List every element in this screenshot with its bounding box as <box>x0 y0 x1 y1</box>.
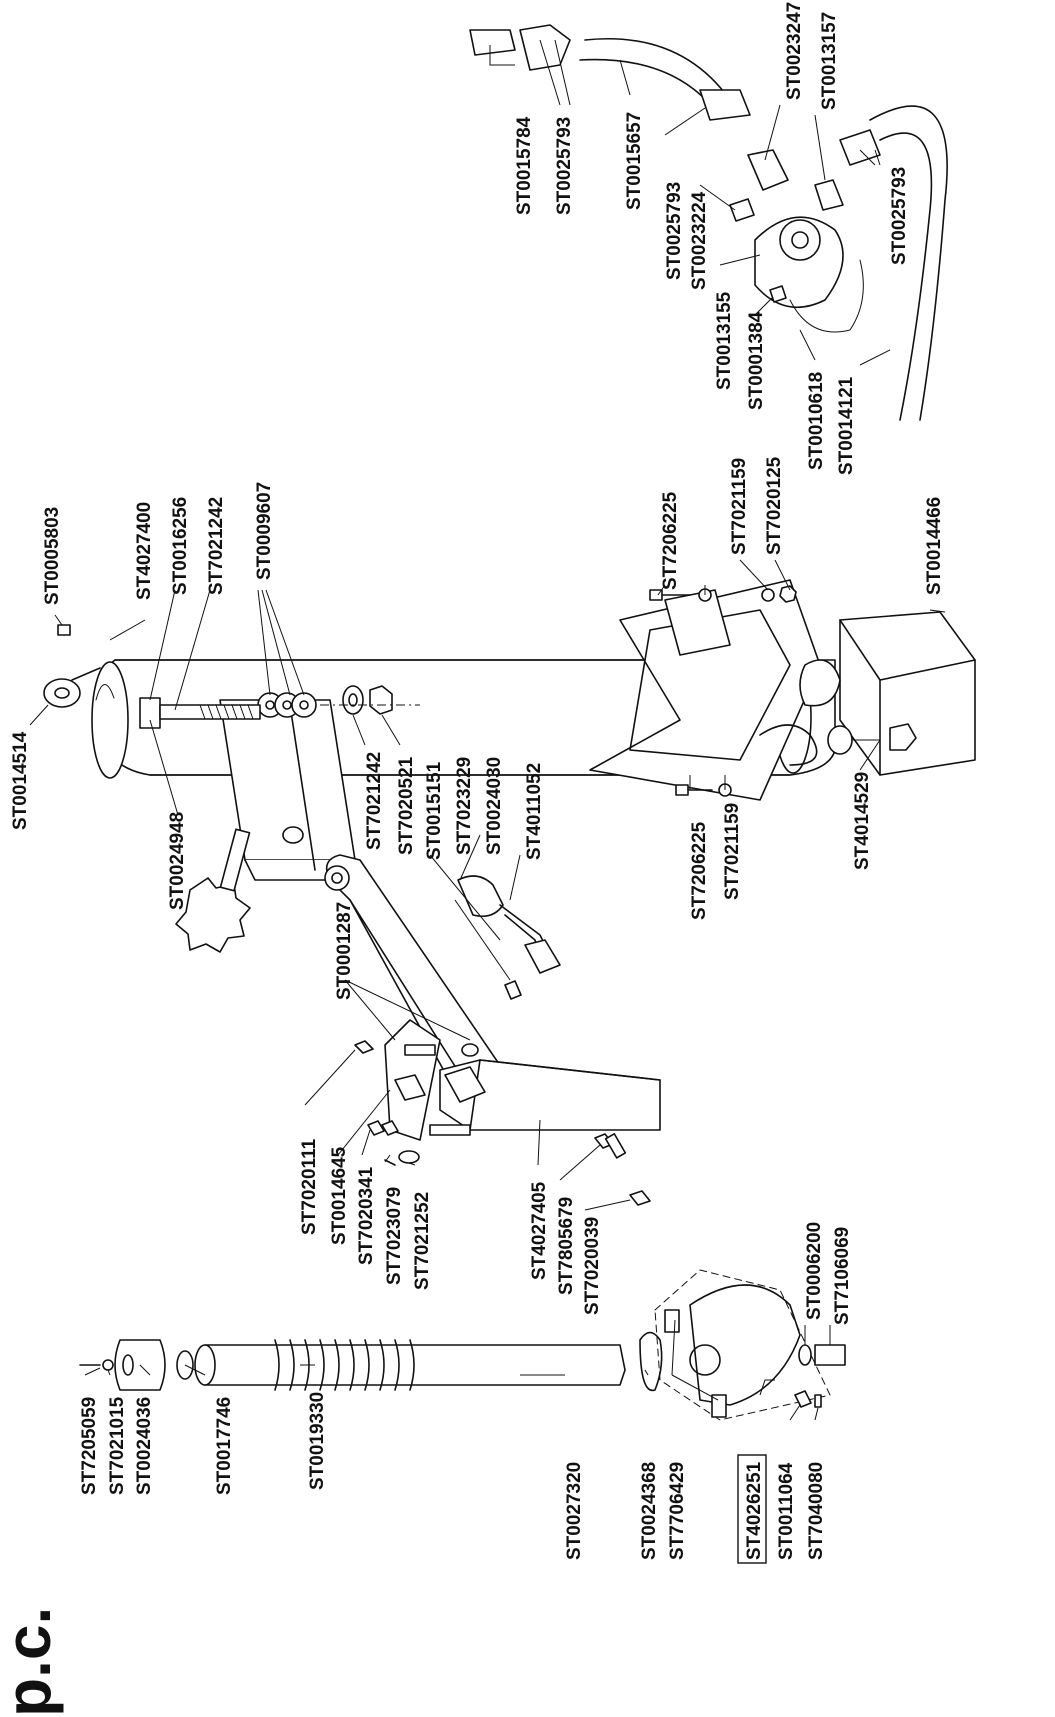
label-ST7020521: ST7020521 <box>396 756 417 855</box>
label-ST0011064: ST0011064 <box>776 1462 797 1560</box>
label-ST7021159: ST7021159 <box>722 803 743 900</box>
label-ST0025793: ST0025793 <box>889 167 910 265</box>
plate-and-fasteners <box>354 1019 479 1166</box>
square-tube <box>439 1059 661 1131</box>
label-ST7706429: ST7706429 <box>667 1462 688 1560</box>
label-ST7020341: ST7020341 <box>356 1166 377 1265</box>
label-ST0023247: ST0023247 <box>784 2 805 100</box>
part-labels: ST0015784 ST0025793 ST0015657 ST0025793 … <box>10 2 945 1564</box>
label-ST7020039: ST7020039 <box>582 1217 603 1315</box>
label-ST0014645: ST0014645 <box>329 1146 350 1245</box>
label-ST7023229: ST7023229 <box>454 757 475 855</box>
crank-handle <box>457 875 561 1000</box>
label-ST0017746: ST0017746 <box>214 1397 235 1495</box>
label-ST7040080: ST7040080 <box>806 1462 827 1560</box>
swivel-foot <box>639 1269 846 1421</box>
washer-and-nut <box>342 685 393 715</box>
end-cap <box>759 723 917 766</box>
label-ST7106069: ST7106069 <box>832 1227 853 1325</box>
label-ST7023079: ST7023079 <box>384 1187 405 1285</box>
base-flange <box>589 579 821 801</box>
label-ST0025793: ST0025793 <box>554 117 575 215</box>
label-ST7206225: ST7206225 <box>660 491 681 590</box>
label-ST0024030: ST0024030 <box>484 757 505 855</box>
label-ST0015151: ST0015151 <box>424 761 445 860</box>
label-ST0014121: ST0014121 <box>836 376 857 475</box>
label-ST0001287: ST0001287 <box>334 902 355 1000</box>
label-ST4011052: ST4011052 <box>524 763 545 860</box>
label-ST4026251: ST4026251 <box>744 1461 765 1560</box>
spindle <box>194 1344 626 1386</box>
label-ST4027405: ST4027405 <box>529 1181 550 1280</box>
label-box-ST4026251 <box>737 1454 767 1564</box>
leader-lines <box>29 39 946 1421</box>
knob <box>43 667 101 708</box>
label-ST0024948: ST0024948 <box>167 812 188 910</box>
label-ST7205059: ST7205059 <box>79 1397 100 1495</box>
label-ST0014466: ST0014466 <box>924 497 945 595</box>
label-ST7020125: ST7020125 <box>764 456 785 555</box>
label-ST0027320: ST0027320 <box>564 1462 585 1560</box>
label-ST0013155: ST0013155 <box>714 291 735 390</box>
bolt-and-nut <box>594 1133 651 1206</box>
label-ST0023224: ST0023224 <box>689 191 710 290</box>
label-ST7020111: ST7020111 <box>299 1138 320 1235</box>
label-ST7021242: ST7021242 <box>206 497 227 595</box>
rubber-foot <box>799 611 976 776</box>
label-ST0015657: ST0015657 <box>624 112 645 210</box>
label-ST7021252: ST7021252 <box>412 1192 433 1290</box>
label-ST4027400: ST4027400 <box>134 502 155 600</box>
label-ST0001384: ST0001384 <box>746 311 767 410</box>
brand-logo-text: p.c. <box>0 1607 64 1717</box>
spindle-cap <box>79 1339 194 1391</box>
hose-assembly <box>469 24 948 421</box>
washer-stack <box>257 692 317 718</box>
label-ST0024368: ST0024368 <box>639 1462 660 1560</box>
label-ST0009607: ST0009607 <box>254 482 275 580</box>
star-knob <box>175 828 251 953</box>
label-ST7021242: ST7021242 <box>364 752 385 850</box>
label-ST0014514: ST0014514 <box>10 731 31 830</box>
label-ST0025793: ST0025793 <box>664 182 685 280</box>
set-screw <box>57 624 71 636</box>
label-ST0006200: ST0006200 <box>804 1222 825 1320</box>
label-ST0005803: ST0005803 <box>42 507 63 605</box>
label-ST0013157: ST0013157 <box>819 12 840 110</box>
label-ST4014529: ST4014529 <box>852 772 873 870</box>
label-ST0019330: ST0019330 <box>307 1392 328 1490</box>
label-ST7805679: ST7805679 <box>556 1197 577 1295</box>
label-ST0010618: ST0010618 <box>806 372 827 470</box>
label-ST0016256: ST0016256 <box>170 497 191 595</box>
label-ST7206225: ST7206225 <box>689 821 710 920</box>
label-ST0015784: ST0015784 <box>514 116 535 215</box>
label-ST7021159: ST7021159 <box>729 458 750 555</box>
label-ST0024036: ST0024036 <box>134 1397 155 1495</box>
label-ST7021015: ST7021015 <box>107 1396 128 1495</box>
